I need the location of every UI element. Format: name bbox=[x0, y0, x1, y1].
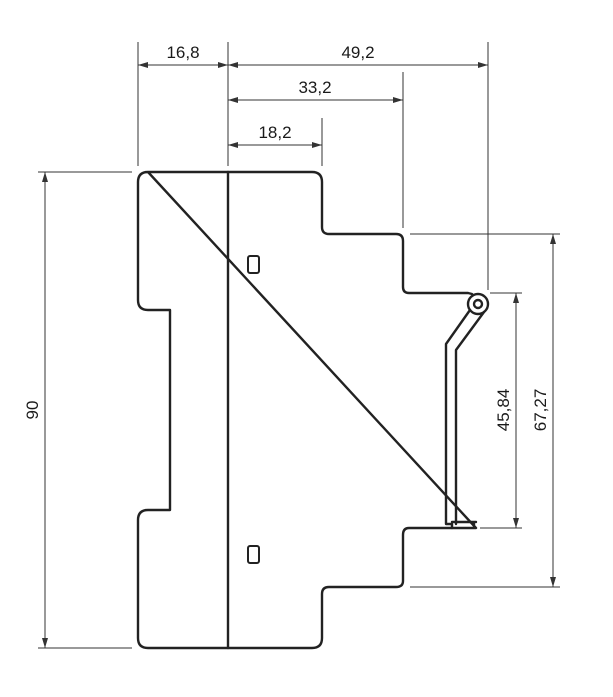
dim-label-90: 90 bbox=[23, 401, 42, 420]
upper-slot bbox=[247, 255, 260, 274]
height-dimensions-right: 45,84 67,27 bbox=[410, 233, 560, 588]
dim-label-45-84: 45,84 bbox=[494, 389, 513, 432]
clip-arm-inner bbox=[454, 310, 486, 526]
arrow bbox=[228, 142, 238, 148]
arrow bbox=[393, 97, 403, 103]
arrow bbox=[312, 142, 322, 148]
clip-pivot-outer bbox=[466, 292, 490, 316]
arrow bbox=[550, 577, 556, 587]
arrow bbox=[138, 62, 148, 68]
horizontal-dimensions: 16,8 49,2 33,2 18,2 bbox=[137, 42, 489, 290]
clip-pivot-inner bbox=[472, 298, 484, 310]
arrow bbox=[228, 97, 238, 103]
arrow bbox=[228, 62, 238, 68]
rail-clip bbox=[444, 292, 490, 530]
device-body bbox=[136, 170, 478, 650]
arrow bbox=[478, 62, 488, 68]
clip-arm bbox=[444, 308, 472, 530]
arrow bbox=[513, 293, 519, 303]
arrow bbox=[42, 172, 48, 182]
height-dimension-left: 90 bbox=[23, 171, 132, 649]
arrow bbox=[42, 638, 48, 648]
lower-slot bbox=[247, 545, 260, 564]
arrow bbox=[218, 62, 228, 68]
dim-label-49-2: 49,2 bbox=[341, 43, 374, 62]
arrow bbox=[550, 234, 556, 244]
dim-label-67-27: 67,27 bbox=[531, 389, 550, 432]
dim-label-33-2: 33,2 bbox=[298, 78, 331, 97]
arrow bbox=[513, 518, 519, 528]
dim-label-16-8: 16,8 bbox=[166, 43, 199, 62]
housing-outline bbox=[136, 170, 478, 650]
dim-label-18-2: 18,2 bbox=[258, 123, 291, 142]
